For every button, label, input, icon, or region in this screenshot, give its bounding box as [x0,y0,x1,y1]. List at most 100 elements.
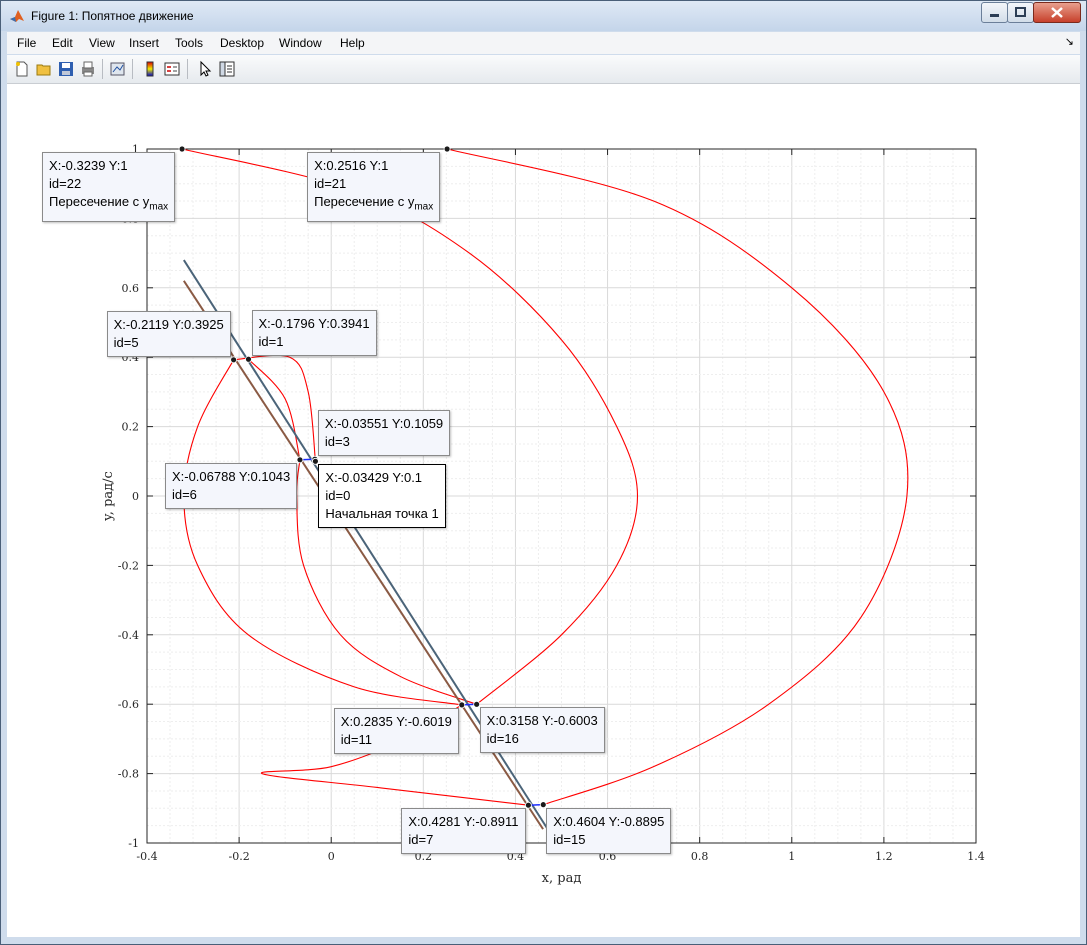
datatip-coordinates: X:-0.2119 Y:0.3925 [113,316,224,332]
datatip-coordinates: X:-0.03551 Y:0.1059 [324,416,444,432]
menu-desktop[interactable]: Desktop [220,36,265,50]
datatip-id: id=7 [408,832,434,848]
y-axis-label: y, рад/с [101,471,116,522]
datatip-id: id=22 [49,176,82,191]
x-axis-label: x, рад [542,871,582,886]
trajectory-curve [248,358,301,460]
datatip[interactable]: X:0.4281 Y:-0.8911 id=7 [401,808,526,855]
datatip-id: id=0 [325,488,351,504]
x-tick-label: -0.4 [136,850,157,863]
x-tick-label: 0 [328,850,335,863]
open-file-icon[interactable] [35,60,53,78]
datatip[interactable]: X:0.4604 Y:-0.8895 id=15 [546,807,672,854]
y-tick-label: 1 [132,143,139,156]
edit-plot-arrow-icon[interactable] [196,60,214,78]
datatip[interactable]: X:-0.03551 Y:0.1059 id=3 [317,410,451,457]
datatip-id: id=1 [258,334,284,350]
toolbar-separator [102,59,103,79]
datatip-marker [230,356,238,364]
toolbar-separator [132,59,133,79]
datatip-coordinates: X:-0.1796 Y:0.3941 [258,316,370,332]
title-bar[interactable]: Figure 1: Попятное движение [1,1,1086,31]
y-tick-label: -0.6 [118,698,139,711]
datatip-note: Пересечение с ymax [49,193,168,217]
dock-arrow-icon[interactable]: ↘ [1064,36,1074,48]
menu-insert[interactable]: Insert [129,36,160,50]
maximize-icon [1015,7,1026,17]
datatip-coordinates: X:0.2835 Y:-0.6019 [340,713,452,729]
x-tick-label: 1.2 [875,850,893,863]
datatip-marker [443,145,451,153]
y-tick-label: 0.2 [122,421,140,434]
window-title: Figure 1: Попятное движение [31,9,194,23]
menu-window[interactable]: Window [279,36,322,50]
datatip-note-text: Начальная точка 1 [325,506,439,522]
y-tick-label: 0 [132,490,139,503]
datatip[interactable]: X:0.3158 Y:-0.6003 id=16 [479,707,605,754]
menu-file[interactable]: File [17,36,37,50]
datatip-marker [539,801,547,809]
link-plot-icon[interactable] [109,60,127,78]
close-button[interactable] [1033,2,1081,23]
datatip[interactable]: X:0.2835 Y:-0.6019 id=11 [333,707,459,754]
datatip-coordinates: X:0.4604 Y:-0.8895 [553,813,665,829]
menu-view[interactable]: View [89,36,115,50]
property-editor-icon[interactable] [218,60,236,78]
datatip-id: id=15 [553,831,586,847]
y-tick-label: -1 [128,837,139,850]
datatip-coordinates: X:0.2516 Y:1 [314,158,389,173]
y-tick-label: -0.8 [118,768,139,781]
x-tick-label: 1.4 [967,850,985,863]
maximize-button[interactable] [1007,2,1034,23]
insert-colorbar-icon[interactable] [141,60,159,78]
y-tick-label: -0.2 [118,559,139,572]
datatip-marker [178,145,186,153]
x-tick-label: 1 [788,850,795,863]
datatip-id: id=21 [314,176,347,191]
datatip[interactable]: X:-0.1796 Y:0.3941 id=1 [251,310,377,357]
datatip-coordinates: X:-0.3239 Y:1 [49,158,128,173]
y-tick-label: 0.6 [122,282,140,295]
datatip-coordinates: X:-0.03429 Y:0.1 [325,470,423,486]
datatip-marker [296,456,304,464]
minimize-button[interactable] [981,2,1008,23]
x-tick-label: 0.8 [691,850,709,863]
datatip-marker [245,355,252,363]
datatip-note: Начальная точка 1 [325,505,438,523]
datatip-coordinates: X:0.3158 Y:-0.6003 [486,713,598,729]
datatip-note-text: Пересечение с y [49,194,150,209]
minimize-icon [990,14,999,17]
datatip-note: Пересечение с ymax [314,193,433,217]
datatip[interactable]: X:-0.2119 Y:0.3925 id=5 [106,310,231,357]
menu-tools[interactable]: Tools [175,36,204,50]
menu-bar: File Edit View Insert Tools Desktop Wind… [7,32,1080,54]
menu-help[interactable]: Help [340,36,365,50]
close-icon [1051,7,1063,18]
datatip-id: id=6 [171,486,197,502]
toolbar-separator [187,59,188,79]
datatip-id: id=11 [340,731,372,747]
trajectory-curve [183,359,462,706]
datatip-id: id=3 [324,434,350,450]
datatip-id: id=5 [113,334,139,350]
save-icon[interactable] [57,60,75,78]
datatip[interactable]: X:-0.06788 Y:0.1043 id=6 [164,462,298,509]
datatip-coordinates: X:0.4281 Y:-0.8911 [408,814,519,830]
print-icon[interactable] [79,60,97,78]
y-tick-label: -0.4 [118,629,139,642]
datatip-note-subscript: max [149,201,169,213]
insert-legend-icon[interactable] [163,60,181,78]
new-figure-icon[interactable] [13,60,31,78]
trajectory-curve [446,148,909,806]
datatip-marker [458,701,466,709]
datatip-id: id=16 [486,731,519,747]
menu-edit[interactable]: Edit [52,36,73,50]
figure-toolbar [7,55,1080,84]
datatip-coordinates: X:-0.06788 Y:0.1043 [171,468,291,484]
datatip-marker [312,457,319,465]
